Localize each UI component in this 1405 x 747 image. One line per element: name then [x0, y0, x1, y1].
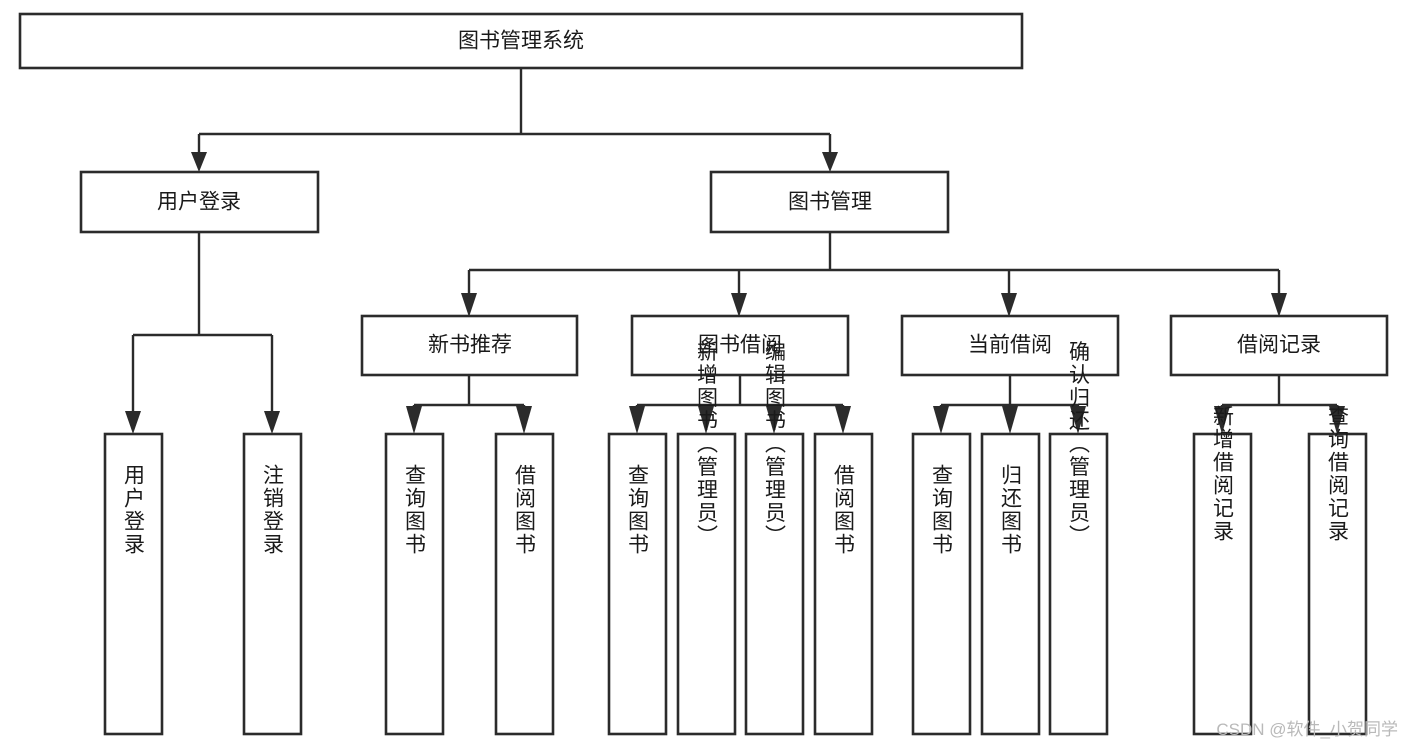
arrow-to-leaf-confirm-return: [1070, 406, 1086, 434]
node-book-borrow-label: 图书借阅: [698, 334, 782, 357]
node-leaf-borrow-book-1[interactable]: 借阅图书: [494, 432, 555, 736]
arrow-to-leaf-add-book: [698, 406, 714, 434]
node-new-book-rec-box[interactable]: [360, 314, 579, 377]
node-leaf-query-record[interactable]: 查询借阅记录: [1307, 405, 1368, 736]
arrow-to-leaf-query-book-1: [406, 406, 422, 434]
node-leaf-query-book-2[interactable]: 查询图书: [607, 432, 668, 736]
node-leaf-confirm-return[interactable]: 确认归还（管理员）: [1048, 341, 1109, 736]
node-leaf-return-book-box[interactable]: [980, 432, 1041, 736]
node-current-borrow-box[interactable]: [900, 314, 1120, 377]
node-leaf-edit-book-box[interactable]: [744, 432, 805, 736]
node-book-manage-box[interactable]: [709, 170, 950, 234]
node-user-login-box[interactable]: [79, 170, 320, 234]
node-leaf-confirm-return-label: 确认归还（管理员）: [1067, 341, 1091, 548]
node-leaf-add-record-label: 新增借阅记录: [1211, 405, 1235, 543]
node-leaf-borrow-book-2-box[interactable]: [813, 432, 874, 736]
arrow-to-borrow-record: [1271, 293, 1287, 317]
node-leaf-edit-book-label: 编辑图书（管理员）: [763, 341, 787, 548]
node-leaf-borrow-book-1-box[interactable]: [494, 432, 555, 736]
node-new-book-rec[interactable]: 新书推荐: [360, 314, 579, 377]
node-leaf-query-book-1-box[interactable]: [384, 432, 445, 736]
node-root[interactable]: 图书管理系统: [18, 12, 1024, 70]
arrow-to-current-borrow: [1001, 293, 1017, 317]
node-leaf-add-record[interactable]: 新增借阅记录: [1192, 405, 1253, 736]
node-user-login[interactable]: 用户登录: [79, 170, 320, 234]
arrow-to-leaf-borrow-book-2: [835, 406, 851, 434]
node-leaf-add-book-box[interactable]: [676, 432, 737, 736]
arrow-to-leaf-user-logout: [264, 411, 280, 434]
node-leaf-query-book-2-label: 查询图书: [626, 464, 650, 556]
connector-layer: [125, 68, 1345, 434]
node-leaf-borrow-book-1-label: 借阅图书: [513, 464, 537, 556]
arrow-to-leaf-return-book: [1002, 406, 1018, 434]
node-borrow-record-box[interactable]: [1169, 314, 1389, 377]
node-leaf-add-book[interactable]: 新增图书（管理员）: [676, 341, 737, 736]
node-leaf-user-login-label: 用户登录: [122, 464, 146, 556]
arrow-to-leaf-borrow-book-1: [516, 406, 532, 434]
node-current-borrow[interactable]: 当前借阅: [900, 314, 1120, 377]
node-leaf-borrow-book-2-label: 借阅图书: [832, 464, 856, 556]
node-leaf-return-book-label: 归还图书: [999, 464, 1023, 556]
node-user-login-label: 用户登录: [157, 191, 241, 214]
node-book-manage[interactable]: 图书管理: [709, 170, 950, 234]
node-leaf-add-book-label: 新增图书（管理员）: [695, 341, 719, 548]
node-root-box[interactable]: [18, 12, 1024, 70]
arrow-to-book-manage: [822, 152, 838, 172]
node-current-borrow-label: 当前借阅: [968, 334, 1052, 357]
arrow-to-leaf-query-record: [1329, 406, 1345, 434]
arrow-to-leaf-user-login: [125, 411, 141, 434]
node-leaf-return-book[interactable]: 归还图书: [980, 432, 1041, 736]
arrow-to-new-book-rec: [461, 293, 477, 317]
node-leaf-user-logout-label: 注销登录: [261, 464, 285, 556]
node-leaf-borrow-book-2[interactable]: 借阅图书: [813, 432, 874, 736]
node-leaf-query-book-3-label: 查询图书: [930, 464, 954, 556]
node-leaf-add-record-box[interactable]: [1192, 432, 1253, 736]
arrow-to-leaf-edit-book: [766, 406, 782, 434]
node-leaf-query-record-box[interactable]: [1307, 432, 1368, 736]
node-leaf-edit-book[interactable]: 编辑图书（管理员）: [744, 341, 805, 736]
node-book-manage-label: 图书管理: [788, 191, 872, 214]
node-leaf-user-logout[interactable]: 注销登录: [242, 432, 303, 736]
arrow-to-leaf-query-book-2: [629, 406, 645, 434]
arrow-to-user-login: [191, 152, 207, 172]
node-leaf-query-record-label: 查询借阅记录: [1326, 405, 1350, 543]
node-leaf-user-logout-box[interactable]: [242, 432, 303, 736]
node-borrow-record[interactable]: 借阅记录: [1169, 314, 1389, 377]
arrow-to-leaf-query-book-3: [933, 406, 949, 434]
node-root-label: 图书管理系统: [458, 30, 584, 53]
arrow-to-book-borrow: [731, 293, 747, 317]
node-leaf-query-book-1-label: 查询图书: [403, 464, 427, 556]
node-leaf-confirm-return-box[interactable]: [1048, 432, 1109, 736]
node-leaf-query-book-2-box[interactable]: [607, 432, 668, 736]
csdn-watermark: CSDN @软件_小贺同学: [1216, 720, 1398, 739]
node-leaf-user-login-box[interactable]: [103, 432, 164, 736]
node-borrow-record-label: 借阅记录: [1237, 334, 1321, 357]
arrow-to-leaf-add-record: [1214, 406, 1230, 434]
node-leaf-query-book-1[interactable]: 查询图书: [384, 432, 445, 736]
node-new-book-rec-label: 新书推荐: [428, 334, 512, 357]
node-book-borrow[interactable]: 图书借阅: [630, 314, 850, 377]
node-leaf-query-book-3-box[interactable]: [911, 432, 972, 736]
node-leaf-query-book-3[interactable]: 查询图书: [911, 432, 972, 736]
node-leaf-user-login[interactable]: 用户登录: [103, 432, 164, 736]
node-book-borrow-box[interactable]: [630, 314, 850, 377]
